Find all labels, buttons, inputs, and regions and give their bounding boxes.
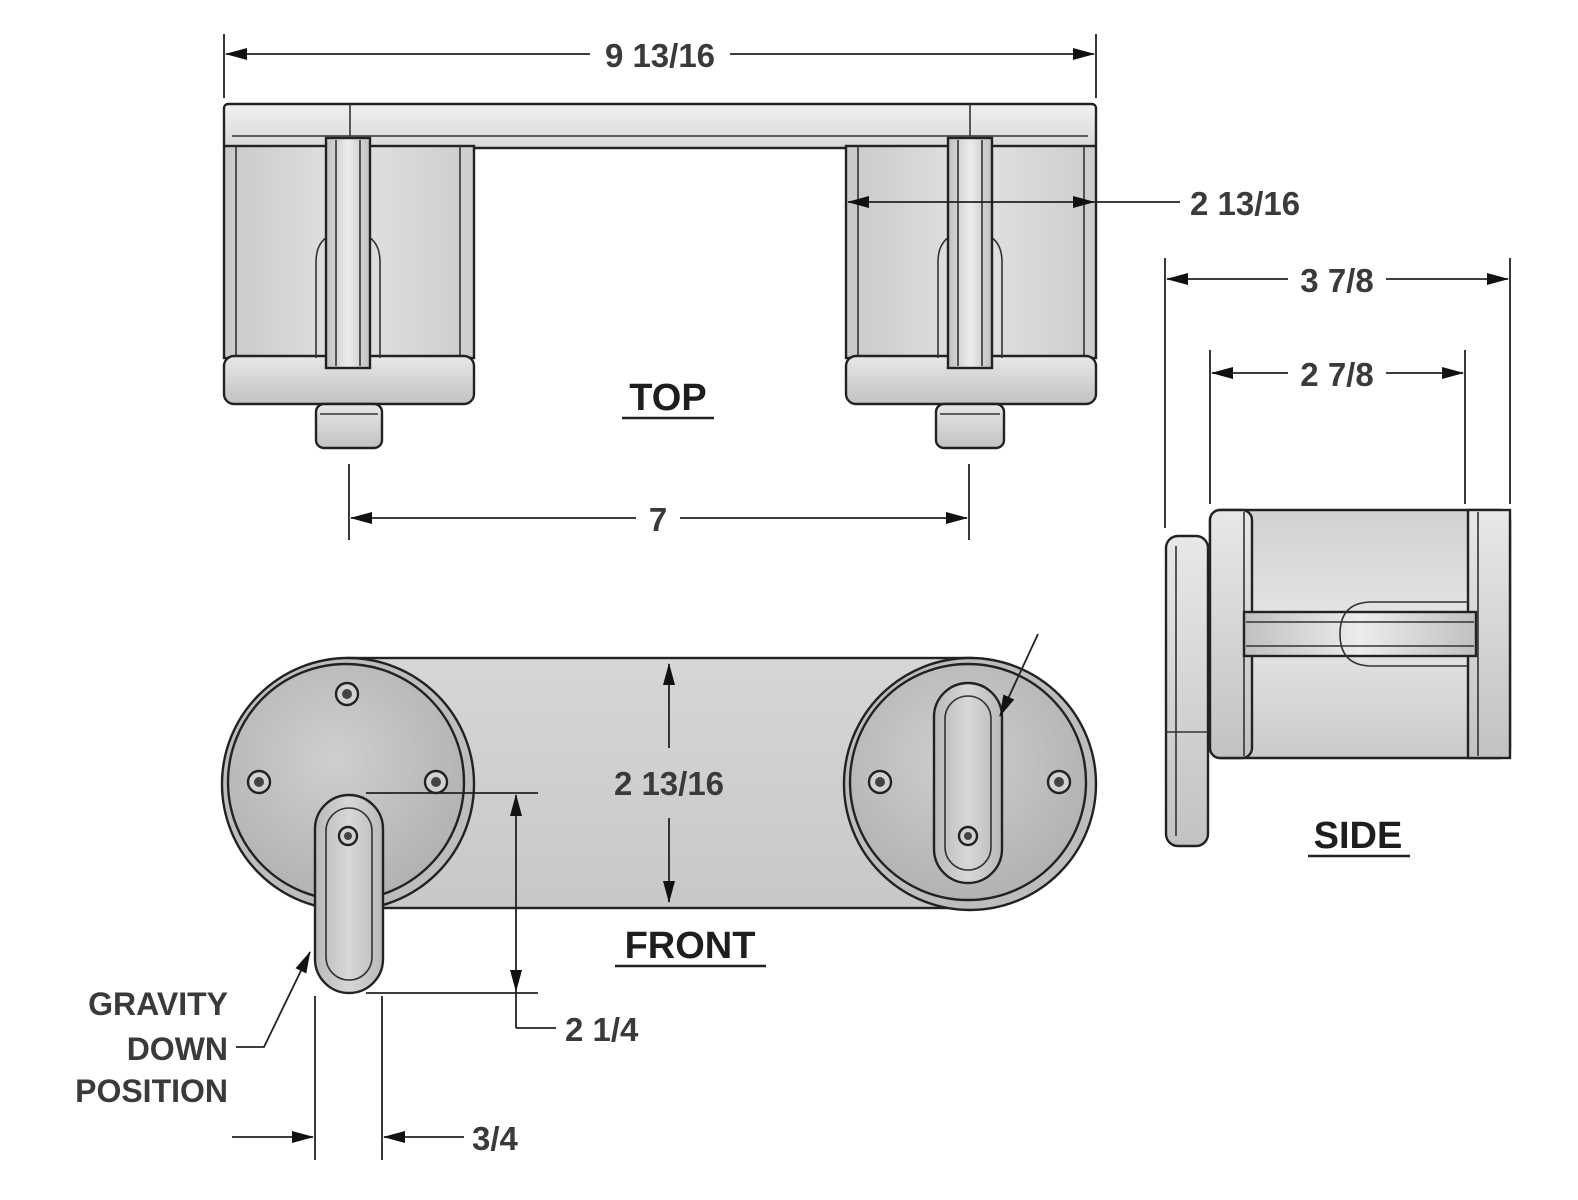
side-view: 3 7/8 2 7/8 SIDE xyxy=(1164,258,1512,858)
top-right-knob xyxy=(934,402,1006,450)
dim-lever-width-label: 3/4 xyxy=(472,1120,519,1157)
top-right-holder xyxy=(844,136,1098,450)
side-back-plate xyxy=(1164,534,1210,848)
gravity-down-note: GRAVITY DOWN POSITION xyxy=(75,951,311,1109)
dim-side-inner: 2 7/8 xyxy=(1209,350,1466,504)
front-left-lever xyxy=(313,793,385,995)
dim-side-inner-label: 2 7/8 xyxy=(1300,356,1373,393)
dim-overall-width: 9 13/16 xyxy=(223,34,1097,98)
note-line-2: DOWN xyxy=(127,1031,228,1067)
dim-lever-length: 2 1/4 xyxy=(366,792,639,1048)
dim-side-overall: 3 7/8 xyxy=(1164,258,1511,528)
front-view: 2 13/16 2 1/4 3/4 GRAVITY DOWN POSITION … xyxy=(75,633,1098,1160)
side-spindle xyxy=(1242,610,1478,658)
dim-front-height: 2 13/16 xyxy=(614,663,724,903)
dim-roll-width-top-label: 2 13/16 xyxy=(1190,185,1300,222)
dim-overall-width-label: 9 13/16 xyxy=(605,37,715,74)
view-title-side: SIDE xyxy=(1314,815,1403,857)
dim-front-height-label: 2 13/16 xyxy=(614,765,724,802)
dim-spindle-spacing-label: 7 xyxy=(649,501,667,538)
note-line-1: GRAVITY xyxy=(88,986,228,1022)
view-title-top: TOP xyxy=(629,377,706,419)
note-line-3: POSITION xyxy=(75,1073,228,1109)
view-title-front: FRONT xyxy=(625,925,756,967)
dim-spindle-spacing: 7 xyxy=(348,464,970,540)
top-left-knob xyxy=(314,402,384,450)
front-left-disc xyxy=(220,656,476,995)
front-right-disc xyxy=(842,633,1098,912)
top-view: 9 13/16 7 2 13/16 TOP xyxy=(222,34,1300,540)
dim-roll-width-top: 2 13/16 xyxy=(847,185,1300,222)
front-right-lever xyxy=(932,681,1004,885)
dim-lever-width: 3/4 xyxy=(232,996,519,1160)
top-back-plate xyxy=(222,102,1098,150)
top-left-holder xyxy=(222,136,476,450)
dim-lever-length-label: 2 1/4 xyxy=(565,1011,639,1048)
dim-side-overall-label: 3 7/8 xyxy=(1300,262,1373,299)
